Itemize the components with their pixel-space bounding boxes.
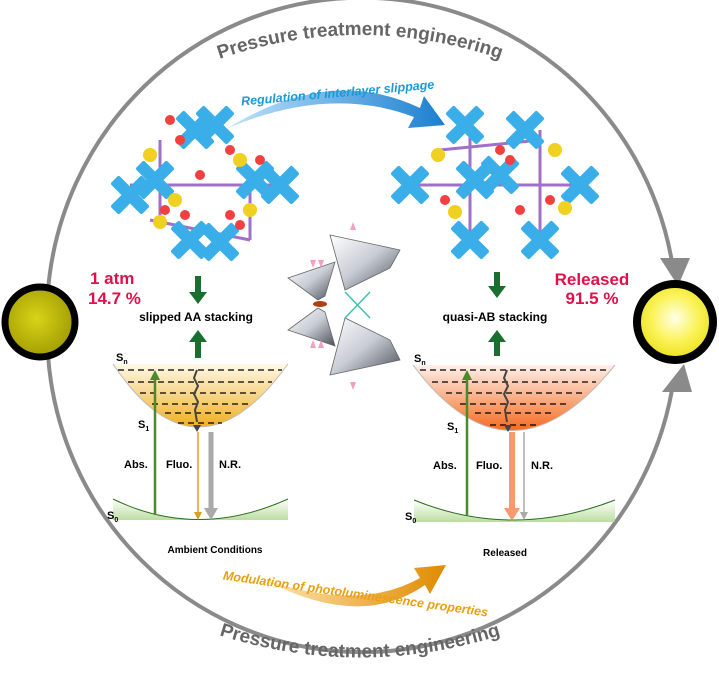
diamond-anvil-cell-icon bbox=[287, 222, 401, 390]
right-emission-lamp bbox=[633, 280, 717, 364]
cycle-arrowhead-down-icon bbox=[660, 258, 690, 286]
bottom-title: Pressure treatment engineering bbox=[218, 620, 503, 663]
left-framework-structure bbox=[110, 105, 300, 262]
svg-text:Sn: Sn bbox=[414, 353, 426, 367]
left-stacking-arrows-icon bbox=[189, 276, 207, 358]
svg-text:Fluo.: Fluo. bbox=[166, 459, 192, 471]
svg-text:S1: S1 bbox=[447, 421, 458, 435]
left-plqy-value: 14.7 % bbox=[88, 289, 141, 308]
svg-text:Abs.: Abs. bbox=[124, 459, 148, 471]
right-pressure-label: Released bbox=[555, 270, 630, 289]
svg-text:Abs.: Abs. bbox=[433, 460, 457, 472]
left-pressure-label: 1 atm bbox=[90, 269, 134, 288]
left-energy-labels: Sn S1 S0 Abs. Fluo. N.R. bbox=[107, 352, 241, 524]
left-emission-lamp bbox=[1, 283, 79, 361]
left-energy-diagram bbox=[112, 363, 289, 520]
svg-text:N.R.: N.R. bbox=[219, 459, 241, 471]
right-stacking-arrows-icon bbox=[488, 272, 506, 356]
svg-text:Fluo.: Fluo. bbox=[476, 460, 502, 472]
right-stacking-label: quasi-AB stacking bbox=[443, 310, 548, 324]
right-energy-labels: Sn S1 S0 Abs. Fluo. N.R. bbox=[405, 353, 553, 525]
right-condition-label: Released bbox=[483, 548, 527, 559]
svg-text:N.R.: N.R. bbox=[531, 460, 553, 472]
top-title: Pressure treatment engineering bbox=[215, 19, 506, 64]
right-energy-diagram bbox=[412, 364, 616, 522]
cycle-arrowhead-up-icon bbox=[662, 364, 692, 392]
modulation-label: Modulation of photoluminescence properti… bbox=[222, 569, 489, 620]
pressure-cycle-ring bbox=[46, 0, 674, 655]
right-plqy-value: 91.5 % bbox=[566, 289, 619, 308]
svg-text:S0: S0 bbox=[405, 511, 416, 525]
svg-text:Sn: Sn bbox=[116, 352, 128, 366]
left-condition-label: Ambient Conditions bbox=[168, 545, 263, 556]
left-stacking-label: slipped AA stacking bbox=[139, 310, 253, 324]
modulation-arrow-icon bbox=[265, 565, 446, 607]
right-framework-structure bbox=[390, 105, 600, 260]
svg-text:S0: S0 bbox=[107, 510, 118, 524]
svg-text:S1: S1 bbox=[138, 419, 149, 433]
regulation-arrow-icon bbox=[228, 90, 445, 128]
